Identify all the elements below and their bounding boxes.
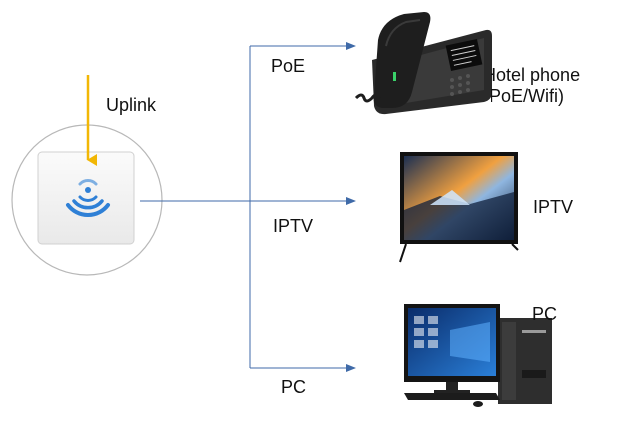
poe-label: PoE [271,56,306,76]
iptv-device-label: IPTV [533,197,574,217]
pc-connection-label: PC [281,377,307,397]
access-point-icon [37,151,135,245]
wifi-icon [66,179,110,217]
tv-icon [399,152,519,263]
pc-device-label: PC [532,304,558,324]
desk-phone-icon [354,12,492,115]
hotel-phone-label-line2: (PoE/Wifi) [491,85,564,106]
iptv-connection-label: IPTV [273,216,314,236]
desktop-pc-icon [404,304,552,407]
hotel-phone-label: Hotel phone (PoE/Wifi) [491,65,623,106]
hotel-phone-label-line1: Hotel phone [491,65,581,85]
uplink-label: Uplink [106,95,157,115]
connector-lines [140,42,356,372]
